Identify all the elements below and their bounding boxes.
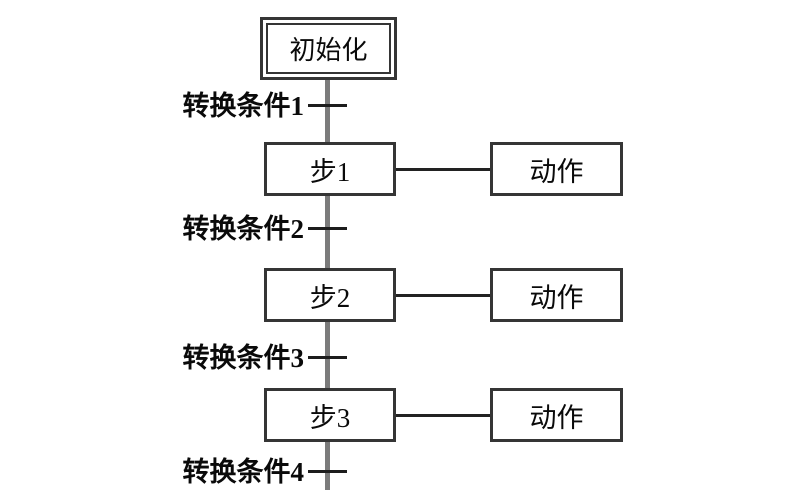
transition-bar-3 — [308, 356, 347, 359]
transition-label-2: 转换条件2 — [182, 214, 305, 244]
step-box-2: 步2 — [264, 268, 396, 322]
transition-bar-2 — [308, 227, 347, 230]
action-box-1: 动作 — [490, 142, 623, 196]
connector-line-3 — [396, 414, 490, 417]
action-box-2: 动作 — [490, 268, 623, 322]
initial-step-box: 初始化 — [260, 17, 397, 80]
step-box-1: 步1 — [264, 142, 396, 196]
transition-bar-1 — [308, 104, 347, 107]
action-box-3: 动作 — [490, 388, 623, 442]
initial-step-label: 初始化 — [266, 23, 391, 74]
transition-label-1: 转换条件1 — [182, 91, 305, 121]
transition-label-4: 转换条件4 — [182, 457, 305, 487]
transition-bar-4 — [308, 470, 347, 473]
transition-label-3: 转换条件3 — [182, 343, 305, 373]
connector-line-1 — [396, 168, 490, 171]
step-box-3: 步3 — [264, 388, 396, 442]
connector-line-2 — [396, 294, 490, 297]
